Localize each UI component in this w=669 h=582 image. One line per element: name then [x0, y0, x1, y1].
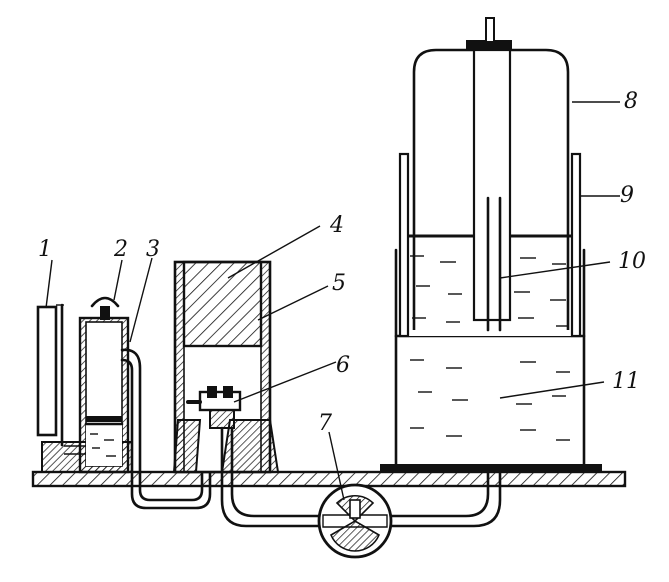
- tube-3: [120, 348, 212, 510]
- label-group: 1 2 3 4 5 6 7 8 9 10 11: [38, 89, 646, 436]
- label-10: 10: [618, 249, 646, 274]
- base-plate: [31, 470, 627, 488]
- label-7: 7: [318, 411, 332, 436]
- label-1: 1: [38, 237, 52, 262]
- leader-lines: [45, 101, 620, 501]
- tap-7: [220, 188, 502, 559]
- piston-4: [182, 260, 263, 348]
- label-8: 8: [624, 89, 638, 114]
- label-9: 9: [620, 183, 634, 208]
- cylinder-5: [172, 260, 280, 474]
- label-2: 2: [113, 237, 128, 262]
- scale-1: [36, 303, 64, 447]
- vessel-2: [41, 296, 133, 474]
- outer-vessel-11: [380, 248, 602, 472]
- water-10: [410, 255, 568, 327]
- label-5: 5: [332, 271, 346, 296]
- label-11: 11: [612, 369, 640, 394]
- label-6: 6: [336, 353, 350, 378]
- label-4: 4: [329, 213, 344, 238]
- bell-8: [412, 17, 570, 332]
- label-3: 3: [146, 237, 160, 262]
- valve-6: [186, 386, 242, 429]
